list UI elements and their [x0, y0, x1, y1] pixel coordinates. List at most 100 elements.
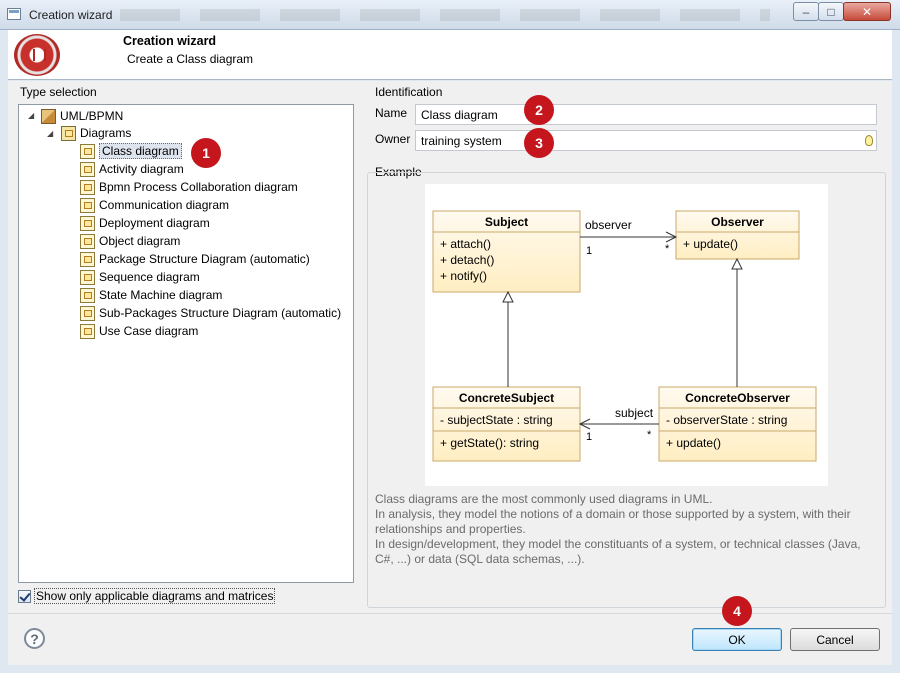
annotation-badge: 3 — [524, 128, 554, 158]
description-line: In design/development, they model the co… — [375, 537, 861, 566]
package-icon — [41, 108, 56, 124]
subject-op: + detach() — [440, 253, 494, 267]
background-taskbar-ghost — [120, 9, 770, 21]
tree-item-label: Deployment diagram — [99, 216, 210, 230]
association-role-label: observer — [585, 218, 632, 232]
communication-diagram-icon — [80, 197, 95, 213]
type-selection-label: Type selection — [20, 85, 97, 99]
owner-label: Owner — [375, 132, 411, 146]
class-diagram-svg: Subject + attach() + detach() + notify()… — [432, 210, 817, 462]
subject-op: + notify() — [440, 269, 487, 283]
tree-item-object-diagram[interactable]: Object diagram — [80, 232, 180, 250]
tree-item-label: Bpmn Process Collaboration diagram — [99, 180, 298, 194]
tree-item-sequence-diagram[interactable]: Sequence diagram — [80, 268, 200, 286]
generalization-observer — [731, 257, 743, 387]
name-label: Name — [375, 106, 408, 120]
tree-item-label: Package Structure Diagram (automatic) — [99, 252, 310, 266]
deployment-diagram-icon — [80, 215, 95, 231]
window-title: Creation wizard — [29, 8, 113, 22]
use-case-diagram-icon — [80, 323, 95, 339]
cancel-button[interactable]: Cancel — [790, 628, 880, 651]
concrete-subject-op: + getState(): string — [440, 436, 539, 450]
diagram-description: Class diagrams are the most commonly use… — [375, 492, 880, 567]
tree-item-class-diagram[interactable]: Class diagram — [80, 142, 182, 160]
window-titlebar[interactable]: Creation wizard – □ ✕ — [0, 0, 900, 30]
show-applicable-only-checkbox[interactable]: Show only applicable diagrams and matric… — [18, 588, 276, 604]
tree-expand-icon[interactable]: ◢ — [28, 111, 35, 120]
checkbox-checked-icon[interactable] — [18, 589, 31, 603]
name-field[interactable]: Class diagram — [415, 104, 877, 125]
window-app-icon — [7, 8, 21, 20]
lightbulb-icon[interactable] — [865, 135, 873, 146]
ok-button[interactable]: OK — [692, 628, 782, 651]
class-diagram-icon — [80, 143, 95, 159]
tree-item-label: Sub-Packages Structure Diagram (automati… — [99, 306, 342, 320]
maximize-button[interactable]: □ — [818, 2, 844, 21]
state-machine-diagram-icon — [80, 287, 95, 303]
tree-expand-icon[interactable]: ◢ — [47, 129, 54, 138]
tree-item-label: Communication diagram — [99, 198, 230, 212]
sequence-diagram-icon — [80, 269, 95, 285]
association-multiplicity: 1 — [586, 245, 592, 257]
annotation-badge: 1 — [191, 138, 221, 168]
tree-node-diagrams[interactable]: Diagrams — [61, 124, 131, 142]
owner-value: training system — [421, 134, 502, 148]
association-multiplicity: 1 — [586, 431, 592, 443]
subject-name: Subject — [485, 215, 528, 229]
description-line: In analysis, they model the notions of a… — [375, 507, 851, 536]
concrete-subject-attr: - subjectState : string — [440, 413, 553, 427]
minimize-button[interactable]: – — [793, 2, 819, 21]
tree-node-label: UML/BPMN — [60, 109, 124, 123]
object-diagram-icon — [80, 233, 95, 249]
tree-item-sub-packages-structure-diagram[interactable]: Sub-Packages Structure Diagram (automati… — [80, 304, 341, 322]
example-frame — [367, 172, 886, 608]
tree-node-uml-bpmn[interactable]: UML/BPMN — [41, 107, 123, 125]
checkbox-label: Show only applicable diagrams and matric… — [34, 588, 276, 604]
subject-association: subject * 1 — [578, 406, 659, 443]
tree-item-label: Class diagram — [99, 143, 182, 159]
package-structure-diagram-icon — [80, 251, 95, 267]
observer-name: Observer — [711, 215, 764, 229]
wizard-title: Creation wizard — [123, 34, 217, 48]
tree-item-label: Use Case diagram — [99, 324, 199, 338]
tree-item-communication-diagram[interactable]: Communication diagram — [80, 196, 229, 214]
wizard-subtitle: Create a Class diagram — [127, 52, 254, 66]
tree-item-deployment-diagram[interactable]: Deployment diagram — [80, 214, 210, 232]
help-icon[interactable]: ? — [24, 628, 45, 649]
tree-node-label: Diagrams — [80, 126, 132, 140]
bpmn-diagram-icon — [80, 179, 95, 195]
description-line: Class diagrams are the most commonly use… — [375, 492, 713, 506]
identification-label: Identification — [375, 85, 443, 99]
tree-item-label: Object diagram — [99, 234, 181, 248]
generalization-subject — [502, 290, 514, 387]
subject-class: Subject + attach() + detach() + notify() — [432, 210, 581, 293]
diagram-type-tree[interactable]: ◢ UML/BPMN ◢ Diagrams Class diagram Acti… — [18, 104, 354, 583]
association-multiplicity: * — [665, 243, 670, 255]
activity-diagram-icon — [80, 161, 95, 177]
annotation-badge: 4 — [722, 596, 752, 626]
tree-item-use-case-diagram[interactable]: Use Case diagram — [80, 322, 198, 340]
tree-item-label: State Machine diagram — [99, 288, 223, 302]
observer-class: Observer + update() — [675, 210, 800, 260]
tree-item-bpmn-process-collaboration-diagram[interactable]: Bpmn Process Collaboration diagram — [80, 178, 298, 196]
concrete-observer-class: ConcreteObserver - observerState : strin… — [658, 386, 817, 462]
annotation-badge: 2 — [524, 95, 554, 125]
modelio-logo-icon — [14, 34, 60, 76]
tree-item-package-structure-diagram[interactable]: Package Structure Diagram (automatic) — [80, 250, 310, 268]
association-role-label: subject — [615, 406, 654, 420]
tree-item-label: Activity diagram — [99, 162, 184, 176]
concrete-subject-class: ConcreteSubject - subjectState : string … — [432, 386, 581, 462]
observer-association: observer 1 * — [580, 218, 678, 257]
owner-field[interactable]: training system — [415, 130, 877, 151]
close-button[interactable]: ✕ — [843, 2, 891, 21]
subject-op: + attach() — [440, 237, 491, 251]
wizard-header: Creation wizard Create a Class diagram — [8, 30, 892, 80]
observer-op: + update() — [683, 237, 738, 251]
example-class-diagram: Subject + attach() + detach() + notify()… — [425, 184, 828, 486]
concrete-subject-name: ConcreteSubject — [459, 391, 554, 405]
tree-item-activity-diagram[interactable]: Activity diagram — [80, 160, 184, 178]
sub-packages-structure-diagram-icon — [80, 305, 95, 321]
tree-item-state-machine-diagram[interactable]: State Machine diagram — [80, 286, 222, 304]
concrete-observer-name: ConcreteObserver — [685, 391, 790, 405]
association-multiplicity: * — [647, 429, 652, 441]
